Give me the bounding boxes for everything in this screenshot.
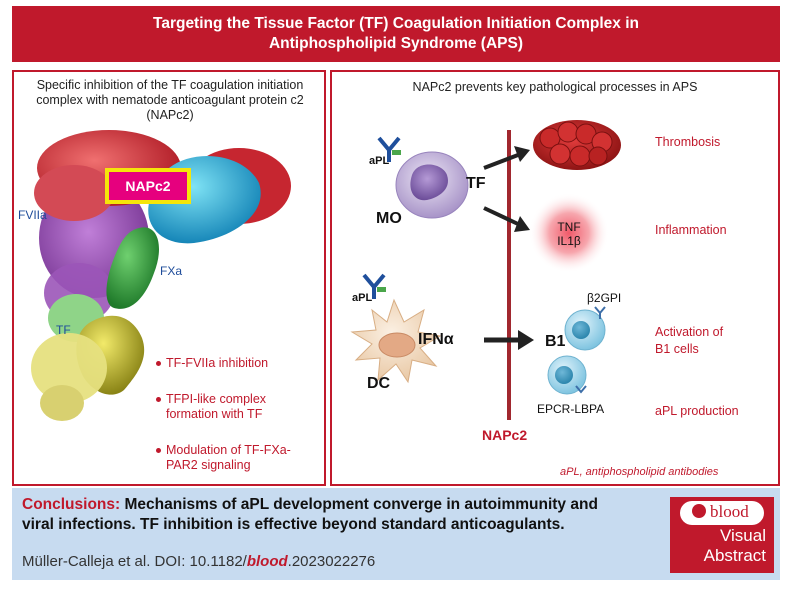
right-panel-title: NAPc2 prevents key pathological processe… (412, 80, 698, 94)
ifn-alpha-label: IFNα (418, 331, 454, 348)
thrombosis-clot-icon (533, 120, 621, 170)
header-banner: Targeting the Tissue Factor (TF) Coagula… (12, 6, 780, 62)
cytokine-labels: TNF IL1β (553, 220, 585, 248)
conclusion-body: Mechanisms of aPL development converge i… (22, 496, 598, 533)
citation: Müller-Calleja et al. DOI: 10.1182/blood… (22, 553, 376, 570)
conclusion-label: Conclusions: (22, 496, 121, 513)
bullet-dot (156, 361, 161, 367)
tnf-label: TNF (557, 220, 581, 234)
napc2-line-label: NAPc2 (482, 427, 528, 443)
pathway-diagram (350, 120, 621, 420)
arrow-to-inflammation (483, 206, 530, 232)
bullet-tfpi-like-complex: TFPI-like complex formation with TF (156, 392, 314, 422)
inflammation-glow-icon (529, 193, 609, 273)
apl-antibody-icon-top (377, 136, 401, 162)
epcr-lbpa-label: EPCR-LBPA (537, 402, 605, 416)
monocyte-label: MO (376, 210, 402, 227)
protein-complex-illustration: NAPc2 (31, 130, 291, 421)
bullet-dot (156, 448, 161, 453)
arrow-to-thrombosis (483, 146, 530, 170)
bullet-par2-signaling: Modulation of TF-FXa-PAR2 signaling (156, 443, 314, 473)
b2gpi-label: β2GPI (587, 291, 622, 305)
il1b-label: IL1β (557, 234, 581, 248)
logo-brand: blood (710, 502, 749, 521)
fviia-label: FVIIa (18, 208, 47, 222)
arrow-ifn-to-b1 (484, 330, 534, 350)
b1-label: B1 (545, 333, 566, 350)
logo-line2: Abstract (703, 546, 766, 565)
blood-drop-icon (692, 504, 706, 518)
footnote: aPL, antiphospholipid antibodies (560, 466, 719, 478)
apl-label-top: aPL (369, 155, 390, 167)
page-title: Targeting the Tissue Factor (TF) Coagula… (153, 15, 639, 52)
conclusion-band (12, 488, 780, 580)
dendritic-cell-icon (350, 298, 442, 384)
conclusion-text: Conclusions: Mechanisms of aPL developme… (22, 495, 602, 535)
napc2-label: NAPc2 (125, 178, 170, 194)
outcome-apl-production: aPL production (655, 404, 739, 418)
b1-cell-icon-bottom (547, 355, 587, 395)
fxa-green-domain (106, 227, 159, 309)
bullet-tf-fviia-inhibition: TF-FVIIa inhibition (156, 356, 314, 371)
apl-antibody-icon-bottom (362, 273, 386, 299)
monocyte-cell-icon (395, 151, 469, 219)
left-panel-title: Specific inhibition of the TF coagulatio… (36, 78, 304, 122)
b1-cell-icon-top (564, 306, 606, 351)
tf-label: TF (56, 323, 71, 337)
apl-label-bottom: aPL (352, 292, 373, 304)
bullet-dot (156, 397, 161, 402)
napc2-label-box (105, 168, 191, 204)
blood-visual-abstract-logo: blood Visual Abstract (670, 497, 774, 573)
citation-journal: blood (246, 553, 288, 570)
logo-line1: Visual (720, 526, 766, 545)
dendritic-cell-label: DC (367, 375, 391, 392)
fxa-label: FXa (160, 264, 183, 278)
tf-label: TF (466, 175, 486, 192)
outcome-thrombosis: Thrombosis (655, 135, 721, 149)
outcome-b1-activation: Activation of B1 cells (655, 325, 724, 356)
outcome-inflammation: Inflammation (655, 223, 727, 237)
